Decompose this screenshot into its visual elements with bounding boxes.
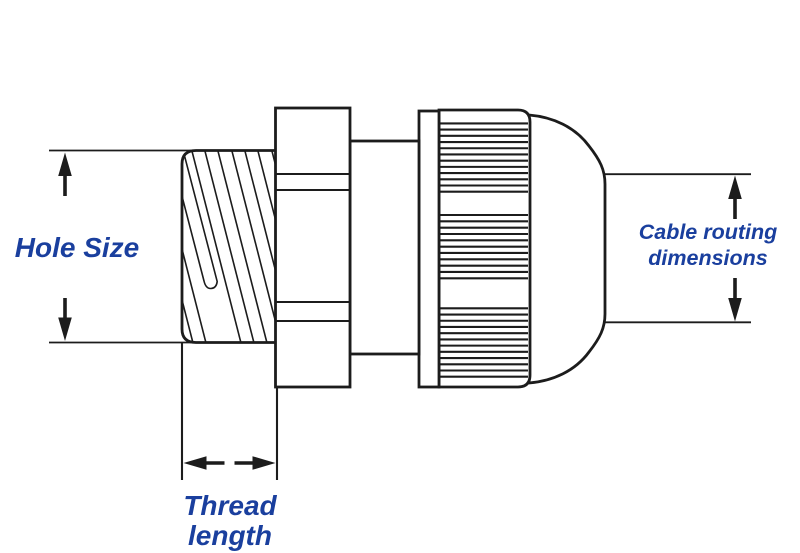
knurled-cap: [417, 108, 532, 389]
arrow-left-icon: [183, 456, 225, 470]
arrow-up-icon: [58, 152, 72, 196]
thread-length-label: Thread length: [183, 490, 277, 551]
threaded-body: [180, 149, 277, 344]
cable-routing-dimension: [603, 173, 751, 324]
dome-cap: [527, 113, 607, 385]
cap-flange-band: [417, 109, 441, 389]
hex-nut-outline: [274, 106, 352, 389]
hole-size-label: Hole Size: [14, 232, 140, 263]
arrow-right-icon: [234, 456, 276, 470]
thread-hatch-lines: [182, 150, 277, 343]
cable-routing-label: Cable routing dimensions: [638, 220, 778, 270]
hole-size-dimension: [49, 149, 196, 344]
dome-cap-outline: [527, 113, 607, 385]
body-cylinder: [348, 139, 421, 356]
arrow-up-icon: [728, 175, 742, 219]
thread-length-dimension: [180, 343, 279, 480]
arrow-down-icon: [728, 278, 742, 322]
arrow-down-icon: [58, 298, 72, 341]
hex-nut: [274, 106, 352, 389]
knurl-ribs: [440, 122, 528, 378]
thread-runout-hook: [182, 150, 219, 290]
